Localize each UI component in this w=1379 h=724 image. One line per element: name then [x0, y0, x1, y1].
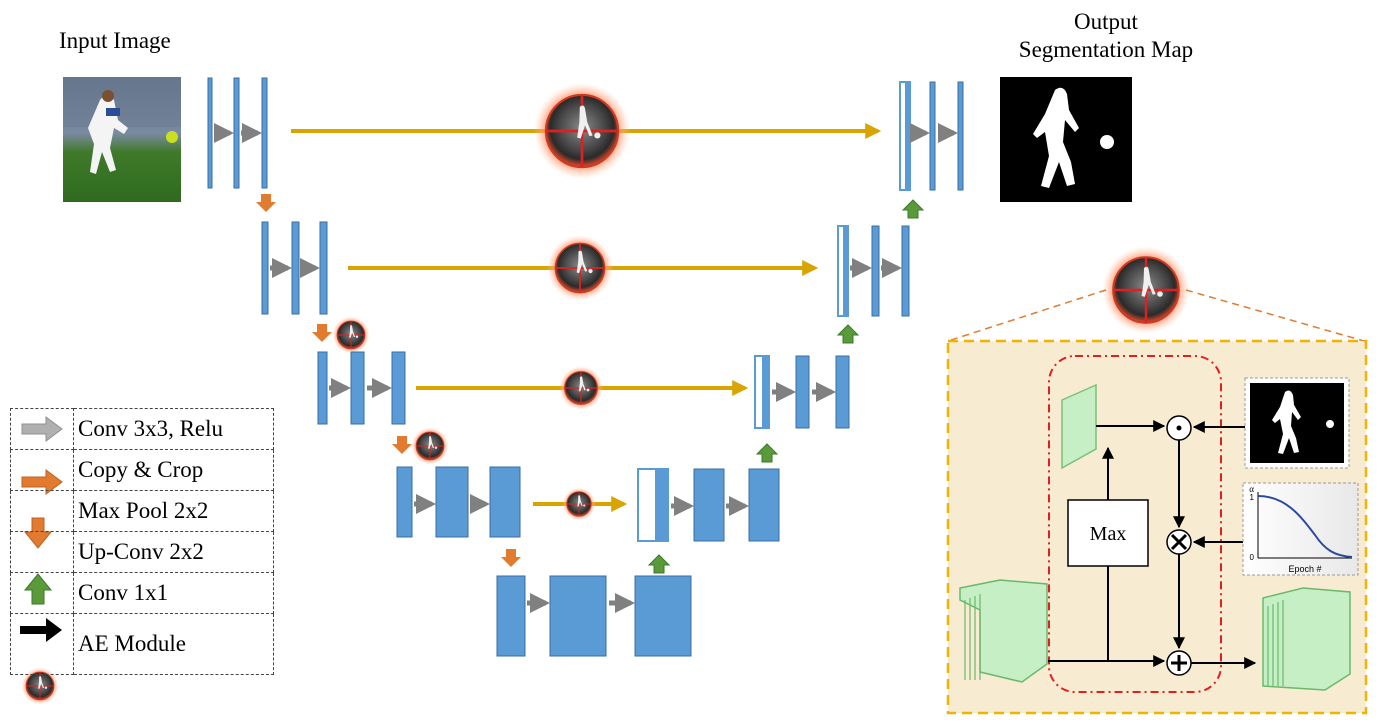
legend-row: Max Pool 2x2	[10, 490, 274, 532]
level4-encoder	[396, 466, 521, 538]
legend-icon-cell	[10, 572, 74, 614]
legend-label: Copy & Crop	[73, 449, 274, 491]
alpha-axis-label: α	[1249, 484, 1254, 494]
upconv-arrow-2	[836, 324, 860, 344]
level1-decoder	[899, 81, 964, 191]
ae-module-detail	[946, 339, 1368, 715]
input-image	[63, 77, 181, 202]
epoch-axis-label: Epoch #	[1288, 564, 1321, 574]
level2-encoder	[261, 221, 328, 315]
legend-icon-cell	[10, 449, 74, 491]
maxpool-arrow-1	[256, 194, 276, 212]
legend-label: Up-Conv 2x2	[73, 531, 274, 573]
bottleneck	[496, 575, 692, 657]
maxpool-arrow-2	[312, 324, 332, 342]
upconv-arrow-3	[755, 443, 779, 463]
ae-module-1	[534, 83, 631, 180]
maxpool-arrow-4	[501, 549, 521, 567]
level4-decoder	[637, 468, 780, 542]
legend-icon-cell	[10, 408, 74, 450]
max-label: Max	[1090, 523, 1127, 545]
upconv-arrow-1	[901, 199, 925, 219]
ae-module-4	[563, 488, 596, 521]
legend-icon-cell	[10, 613, 74, 675]
legend-label: Conv 3x3, Relu	[73, 408, 274, 450]
ae-module-zoom	[1102, 246, 1190, 334]
upconv-arrow-4	[647, 554, 671, 574]
output-title-line1: Output	[1074, 9, 1138, 34]
legend-row: Copy & Crop	[10, 449, 274, 491]
legend-row: Up-Conv 2x2	[10, 531, 274, 573]
output-segmentation-map	[1000, 77, 1132, 202]
legend-label: Conv 1x1	[73, 572, 274, 614]
legend-icon-cell	[10, 531, 74, 573]
output-feature-stack	[1262, 587, 1351, 691]
level3-encoder	[317, 351, 406, 425]
level3-decoder	[754, 355, 850, 429]
legend-label: Max Pool 2x2	[73, 490, 274, 532]
legend-row: Conv 1x1	[10, 572, 274, 614]
input-feature-stack	[959, 579, 1048, 683]
legend-icon-cell	[10, 490, 74, 532]
output-title-line2: Segmentation Map	[1018, 37, 1194, 62]
ae-module-pool-3	[411, 427, 448, 464]
ae-module-3	[559, 366, 603, 410]
ae-module-2	[547, 235, 613, 301]
legend-row: Conv 3x3, Relu	[10, 408, 274, 450]
level2-decoder	[837, 225, 910, 317]
level1-encoder	[207, 77, 268, 189]
legend-row: AE Module	[10, 613, 274, 675]
alpha-tick-0: 0	[1250, 553, 1255, 562]
output-title: Output Segmentation Map	[1010, 8, 1202, 64]
alpha-decay-chart	[1242, 482, 1359, 576]
alpha-tick-1: 1	[1250, 493, 1255, 502]
legend-table: Conv 3x3, Relu Copy & Crop Max Pool 2x2 …	[10, 408, 274, 675]
zoom-line-left	[947, 289, 1107, 342]
legend-label: AE Module	[73, 613, 274, 675]
input-image-label: Input Image	[59, 28, 171, 53]
maxpool-arrow-3	[392, 436, 412, 454]
ae-module-pool-2	[332, 316, 369, 353]
zoom-line-right	[1185, 289, 1365, 342]
